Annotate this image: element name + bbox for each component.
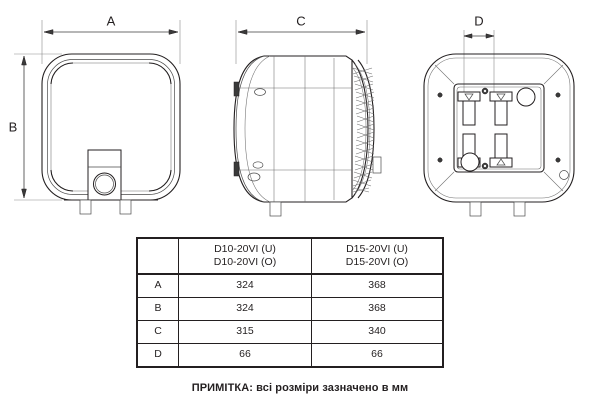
front-control-panel — [87, 149, 122, 201]
dimensions-note: ПРИМІТКА: всі розміри зазначено в мм — [191, 382, 409, 394]
dimension-d-label: D — [474, 13, 483, 28]
side-internal-horizontal-lines — [236, 87, 352, 171]
table-row: D 66 66 — [136, 343, 444, 368]
rear-outer-shell-inner — [427, 57, 571, 199]
side-right-lug — [372, 156, 382, 174]
row-key-b: B — [136, 297, 179, 321]
row-key-c: C — [136, 320, 179, 344]
rear-recess-panel — [453, 83, 545, 173]
dimension-c-extension-lines — [235, 20, 368, 64]
row-key-d: D — [136, 343, 179, 368]
rear-side-hole — [559, 170, 569, 180]
rear-bracket-upper-left — [457, 91, 481, 126]
header-model-1-line-1: D10-20VI (U) — [214, 242, 276, 255]
rear-port-holes — [460, 87, 536, 172]
header-model-1-cell: D10-20VI (U) D10-20VI (O) — [178, 237, 312, 275]
side-cover-arc-inner — [244, 55, 271, 203]
dimension-c-line — [237, 29, 366, 35]
side-ribbed-band — [351, 59, 375, 199]
row-a-model-2: 368 — [311, 273, 444, 298]
drawing-area: A B — [9, 13, 575, 217]
row-a-model-1: 324 — [178, 273, 312, 298]
dimension-b-line — [21, 55, 27, 199]
row-key-a: A — [136, 273, 179, 298]
rear-outer-shell — [423, 53, 575, 203]
header-model-1-line-2: D10-20VI (O) — [213, 256, 277, 268]
dimension-a-line — [43, 29, 179, 35]
dimension-b-extension-lines — [14, 53, 62, 201]
row-b-model-1: 324 — [178, 297, 312, 321]
table-row: B 324 368 — [136, 297, 444, 321]
dimension-a-extension-lines — [41, 20, 181, 64]
rear-bracket-lower-right — [489, 133, 513, 168]
rear-recess-panel-inner — [456, 86, 542, 170]
table-header-row: D10-20VI (U) D10-20VI (O) D15-20VI (U) D… — [136, 237, 444, 275]
side-mounting-tabs — [233, 81, 240, 177]
rear-view-drawing: D — [423, 13, 575, 217]
side-port-markers — [247, 88, 266, 182]
dimensions-table: D10-20VI (U) D10-20VI (O) D15-20VI (U) D… — [136, 237, 444, 368]
dimension-d-line — [463, 33, 495, 39]
dimension-a-label: A — [107, 13, 116, 28]
header-model-2-cell: D15-20VI (U) D15-20VI (O) — [311, 237, 444, 275]
row-b-model-2: 368 — [311, 297, 444, 321]
rear-bracket-upper-right — [489, 91, 513, 126]
header-key-cell — [136, 237, 179, 275]
dimension-b-label: B — [9, 119, 18, 134]
dimension-d-extension-lines — [463, 30, 495, 100]
rear-corner-diagonals — [434, 64, 564, 192]
front-corner-seams — [50, 62, 172, 192]
rear-pipe-stubs — [469, 201, 526, 217]
side-pipe-stub — [269, 201, 282, 217]
front-pipe-stubs — [79, 199, 132, 215]
row-d-model-2: 66 — [311, 343, 444, 368]
side-cover-arc — [235, 55, 265, 203]
side-view-drawing: C — [233, 13, 382, 217]
rear-screw-dots — [437, 92, 561, 163]
table-row: A 324 368 — [136, 273, 444, 298]
side-internal-lines — [273, 56, 335, 202]
front-view-drawing: A B — [9, 13, 181, 215]
dimension-c-label: C — [296, 13, 305, 28]
table-row: C 315 340 — [136, 320, 444, 344]
row-c-model-2: 340 — [311, 320, 444, 344]
header-model-2-line-2: D15-20VI (O) — [345, 256, 409, 268]
rear-center-fasteners — [481, 87, 489, 170]
header-model-2-line-1: D15-20VI (U) — [346, 242, 408, 255]
row-c-model-1: 315 — [178, 320, 312, 344]
row-d-model-1: 66 — [178, 343, 312, 368]
dimensions-table-body: D10-20VI (U) D10-20VI (O) D15-20VI (U) D… — [136, 237, 444, 368]
